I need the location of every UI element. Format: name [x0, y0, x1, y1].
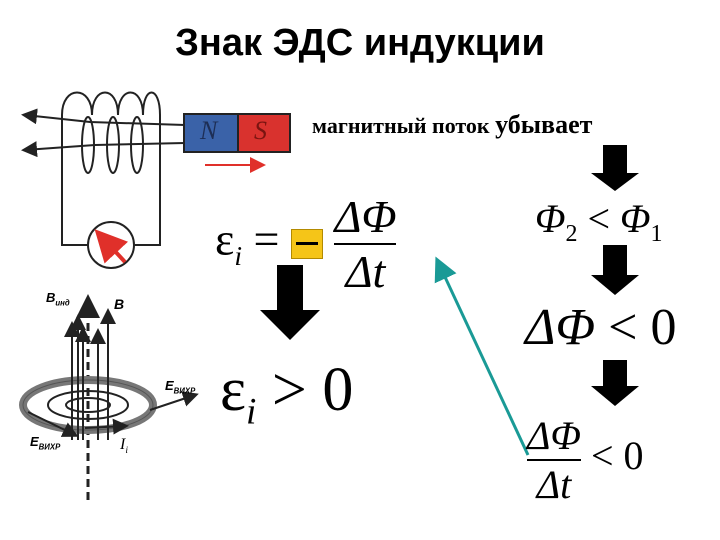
flux-statement: магнитный поток убывает — [312, 110, 592, 140]
flux-statement-part2: убывает — [495, 110, 593, 139]
minus-sign-highlight — [290, 229, 323, 259]
e-vortex-label-left: EВИХР — [30, 434, 61, 452]
teal-link-arrow-icon — [434, 256, 530, 456]
down-arrow-icon — [591, 245, 639, 295]
b-label: B — [114, 296, 125, 312]
slide-title: Знак ЭДС индукции — [175, 22, 545, 64]
flux-statement-part1: магнитный поток — [312, 113, 496, 138]
delta-flux-negative: ΔΦ < 0 — [525, 299, 677, 356]
current-label: Ii — [120, 436, 128, 457]
down-arrow-icon — [260, 265, 320, 340]
magnet-north-label: N — [200, 116, 218, 145]
magnet-south-label: S — [254, 116, 267, 145]
ring-diagram — [19, 294, 199, 500]
down-arrow-icon — [591, 360, 639, 406]
needle-icon — [94, 229, 129, 264]
down-arrows — [260, 145, 639, 406]
b-ind-label: Bинд — [46, 290, 70, 308]
magnet-south — [237, 113, 291, 153]
coil-circuit — [21, 91, 186, 269]
flux-comparison: Φ2 < Φ1 — [535, 196, 663, 247]
galvanometer-icon — [87, 221, 135, 269]
emf-positive: εi > 0 — [220, 356, 354, 433]
e-vortex-label-right: EВИХР — [165, 378, 196, 396]
down-arrow-icon — [591, 145, 639, 191]
